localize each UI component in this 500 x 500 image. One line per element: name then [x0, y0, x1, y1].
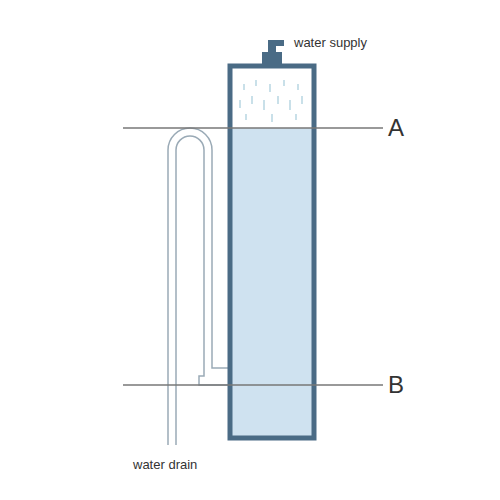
- level-label: B: [388, 373, 404, 397]
- drain-label: water drain: [133, 458, 197, 471]
- tank-outline: [230, 66, 314, 438]
- level-line: [123, 384, 383, 386]
- supply-pipe: [268, 40, 284, 46]
- level-line: [123, 127, 383, 129]
- water-fill: [232, 128, 312, 436]
- siphon-tube: [168, 128, 230, 445]
- spray-dashes: [240, 80, 302, 122]
- supply-label: water supply: [294, 36, 367, 49]
- level-label: A: [388, 116, 404, 140]
